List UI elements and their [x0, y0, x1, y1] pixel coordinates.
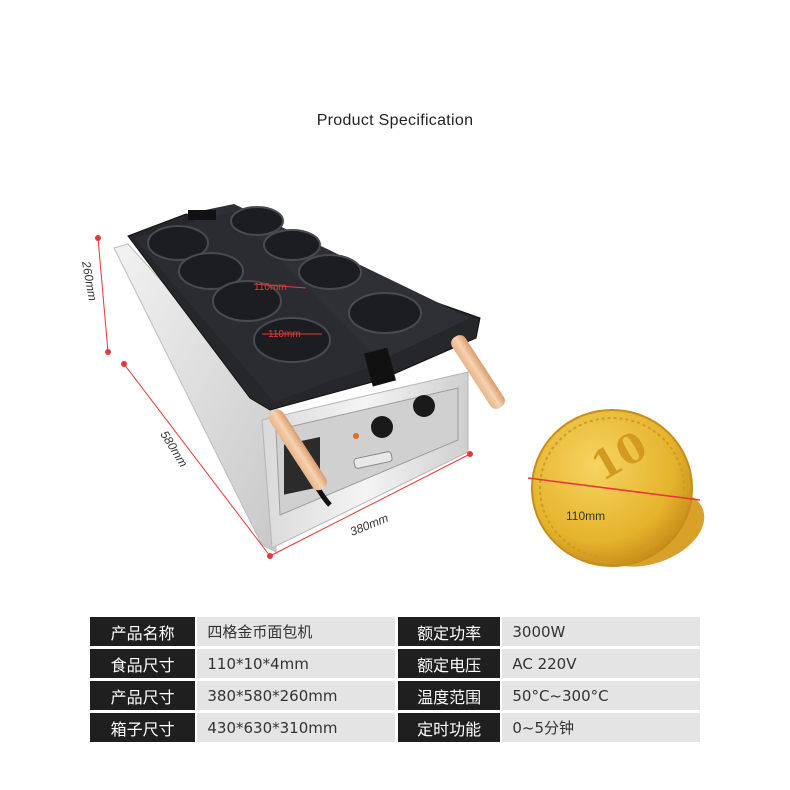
- product-figure: 260mm 580mm 380mm 110mm 110mm 10 110mm: [79, 204, 705, 567]
- spec-value: 430*630*310mm: [195, 713, 395, 742]
- gold-coin-pastry: 10: [527, 409, 705, 567]
- height-dimension-label: 260mm: [79, 259, 100, 302]
- table-row: 产品名称 四格金币面包机 额定功率 3000W: [90, 617, 700, 646]
- spec-table: 产品名称 四格金币面包机 额定功率 3000W 食品尺寸 110*10*4mm …: [90, 614, 700, 745]
- spec-label: 食品尺寸: [90, 649, 196, 678]
- coin-diameter-label: 110mm: [566, 509, 605, 523]
- mold-width-label: 110mm: [268, 329, 301, 340]
- temperature-knob-left: [371, 416, 393, 438]
- indicator-light: [353, 433, 359, 439]
- spec-label: 额定电压: [394, 649, 501, 678]
- spec-value: 380*580*260mm: [195, 681, 395, 710]
- table-row: 食品尺寸 110*10*4mm 额定电压 AC 220V: [90, 649, 700, 678]
- temperature-knob-right: [413, 395, 435, 417]
- spec-label: 定时功能: [394, 713, 501, 742]
- table-row: 产品尺寸 380*580*260mm 温度范围 50°C~300°C: [90, 681, 700, 710]
- depth-dimension-label: 580mm: [157, 428, 190, 469]
- width-dimension-label: 380mm: [348, 511, 390, 539]
- spec-label: 温度范围: [394, 681, 501, 710]
- spec-label: 产品尺寸: [90, 681, 196, 710]
- mold-height-label: 110mm: [254, 282, 287, 293]
- page-title: Product Specification: [316, 112, 474, 129]
- spec-value: 3000W: [500, 617, 700, 646]
- spec-label: 额定功率: [394, 617, 501, 646]
- spec-value: 110*10*4mm: [195, 649, 395, 678]
- spec-label: 箱子尺寸: [90, 713, 196, 742]
- waffle-machine: [113, 204, 505, 553]
- dimension-lines: [95, 235, 473, 559]
- spec-value: 四格金币面包机: [195, 617, 395, 646]
- spec-value: AC 220V: [500, 649, 700, 678]
- spec-value: 0~5分钟: [500, 713, 700, 742]
- spec-value: 50°C~300°C: [500, 681, 700, 710]
- table-row: 箱子尺寸 430*630*310mm 定时功能 0~5分钟: [90, 713, 700, 742]
- spec-label: 产品名称: [90, 617, 196, 646]
